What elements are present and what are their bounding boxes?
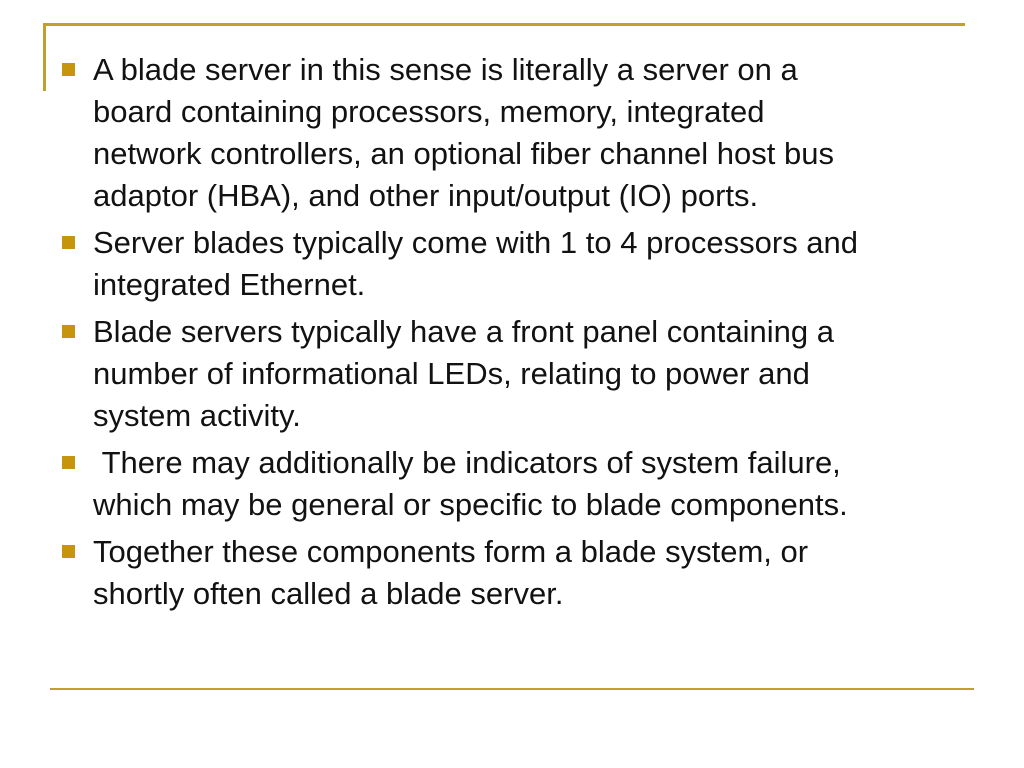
bottom-rule-line [50, 688, 974, 690]
square-bullet-icon [62, 236, 75, 249]
bullet-item: Server blades typically come with 1 to 4… [62, 222, 968, 306]
bullet-text: Blade servers typically have a front pan… [93, 314, 834, 433]
bullet-item: A blade server in this sense is literall… [62, 49, 968, 217]
left-corner-rule-line [43, 23, 46, 91]
square-bullet-icon [62, 325, 75, 338]
bullet-text: There may additionally be indicators of … [93, 445, 848, 522]
square-bullet-icon [62, 456, 75, 469]
bullet-item: There may additionally be indicators of … [62, 442, 968, 526]
bullet-text: A blade server in this sense is literall… [93, 52, 834, 213]
bullet-text: Server blades typically come with 1 to 4… [93, 225, 859, 302]
bullet-item: Blade servers typically have a front pan… [62, 311, 968, 437]
bullet-text: Together these components form a blade s… [93, 534, 809, 611]
bullet-item: Together these components form a blade s… [62, 531, 968, 615]
square-bullet-icon [62, 545, 75, 558]
top-rule-line [43, 23, 965, 26]
slide-body-text: A blade server in this sense is literall… [62, 49, 968, 620]
square-bullet-icon [62, 63, 75, 76]
